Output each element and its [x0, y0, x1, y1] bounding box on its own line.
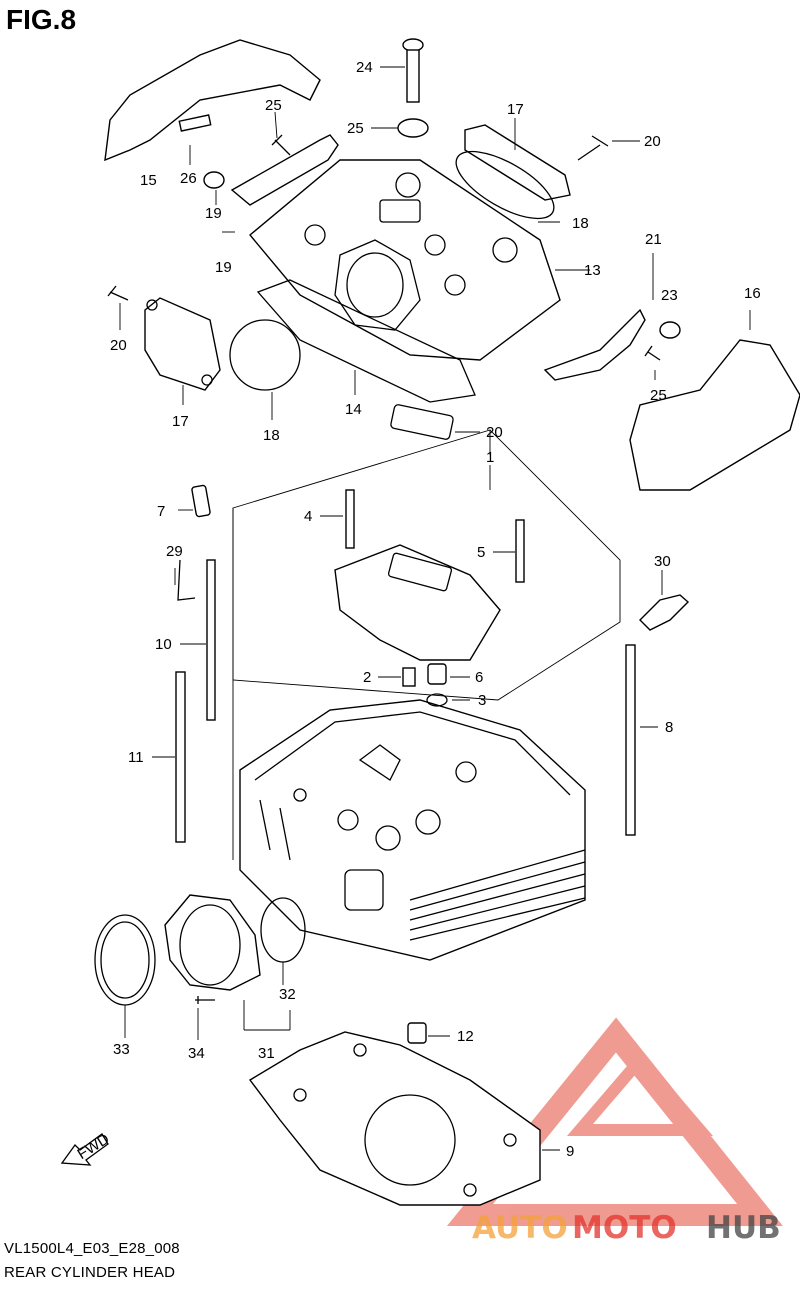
- callout-5: 5: [477, 544, 485, 561]
- callout-26: 26: [180, 170, 197, 187]
- intake-pipe-31: [164, 894, 261, 991]
- dowel-6: [427, 663, 447, 685]
- callout-14: 14: [345, 401, 362, 418]
- callout-13: 13: [584, 262, 601, 279]
- callout-17-left: 17: [172, 413, 189, 430]
- spark-plug-30: [639, 594, 690, 631]
- callout-30: 30: [654, 553, 671, 570]
- bolt-19-left: [107, 285, 129, 301]
- watermark-part2: MOTO: [572, 1210, 677, 1246]
- bolt-19-right: [577, 135, 609, 161]
- watermark-text: AUTO MOTO HUB: [472, 1210, 781, 1246]
- bolt-27: [402, 38, 424, 103]
- callout-1: 1: [486, 449, 494, 466]
- callout-12: 12: [457, 1028, 474, 1045]
- callout-28: 25: [347, 120, 364, 137]
- bracket-right: [543, 308, 646, 381]
- pad-26: [178, 114, 212, 132]
- o-ring-right: [455, 150, 555, 220]
- o-ring-left: [229, 319, 301, 391]
- callout-17-right: 17: [507, 101, 524, 118]
- callout-15: 15: [140, 172, 157, 189]
- side-cap-left: [144, 297, 221, 391]
- watermark-logo: [446, 1017, 783, 1226]
- callout-21: 19: [215, 259, 232, 276]
- callout-10: 10: [155, 636, 172, 653]
- callout-16: 16: [744, 285, 761, 302]
- fwd-label: FWD: [74, 1130, 112, 1163]
- o-ring-3: [426, 693, 448, 707]
- callout-25-left: 25: [265, 97, 282, 114]
- callout-labels: 24 25 17 20 18 13 21 23 16 25 25 15 26 1…: [110, 59, 761, 1160]
- clip-29: [177, 559, 196, 601]
- callout-34: 34: [188, 1045, 205, 1062]
- callout-27: 24: [356, 59, 373, 76]
- callout-3: 3: [478, 692, 486, 709]
- watermark-part1: AUTO: [472, 1210, 568, 1246]
- callout-29: 29: [166, 543, 183, 560]
- rubber-22: [203, 171, 225, 189]
- stud-8: [625, 644, 636, 836]
- cover-shield-right: [629, 339, 800, 491]
- head-gasket-9: [248, 1031, 541, 1206]
- callout-19-right: 20: [644, 133, 661, 150]
- callout-33: 33: [113, 1041, 130, 1058]
- bolt-25-left: [271, 134, 291, 156]
- leader-lines: [119, 66, 751, 1151]
- bracket-left: [230, 134, 339, 206]
- screw-34: [195, 996, 215, 1004]
- callout-19-left: 20: [110, 337, 127, 354]
- clamp-33: [94, 914, 156, 1006]
- head-cover: [249, 159, 561, 361]
- fwd-arrow-icon: FWD: [60, 1130, 113, 1166]
- callout-11: 11: [128, 749, 144, 766]
- bolt-5: [515, 519, 525, 583]
- gasket-20: [390, 404, 454, 440]
- cylinder-head: [239, 699, 586, 961]
- callout-18-right: 18: [572, 215, 589, 232]
- callout-24: 23: [661, 287, 678, 304]
- side-cap-right: [464, 124, 571, 201]
- cover-gasket: [256, 279, 476, 403]
- callout-31: 31: [258, 1045, 275, 1062]
- callout-8: 8: [665, 719, 673, 736]
- dowel-12: [407, 1022, 427, 1044]
- callout-6: 6: [475, 669, 483, 686]
- bolt-4: [345, 489, 355, 549]
- callout-2: 2: [363, 669, 371, 686]
- cover-shield-left: [104, 39, 321, 162]
- camshaft-holder: [334, 544, 501, 661]
- callout-32: 32: [279, 986, 296, 1003]
- callout-25-right: 25: [650, 387, 667, 404]
- model-code: VL1500L4_E03_E28_008: [4, 1240, 180, 1257]
- callout-22: 19: [205, 205, 222, 222]
- washer-28: [397, 118, 429, 138]
- rubber-24: [659, 321, 681, 339]
- callout-18-left: 18: [263, 427, 280, 444]
- callout-9: 9: [566, 1143, 574, 1160]
- stud-10: [206, 559, 216, 721]
- watermark-part3: HUB: [706, 1210, 781, 1246]
- callout-23: 21: [645, 231, 662, 248]
- plug-7: [191, 484, 211, 518]
- stud-11: [175, 671, 186, 843]
- bolt-25-right: [644, 345, 661, 361]
- dowel-2: [402, 667, 416, 687]
- callout-7: 7: [157, 503, 165, 520]
- callout-4: 4: [304, 508, 312, 525]
- figure-caption: REAR CYLINDER HEAD: [4, 1264, 176, 1281]
- callout-20: 20: [486, 424, 503, 441]
- figure-title: FIG.8: [6, 4, 77, 35]
